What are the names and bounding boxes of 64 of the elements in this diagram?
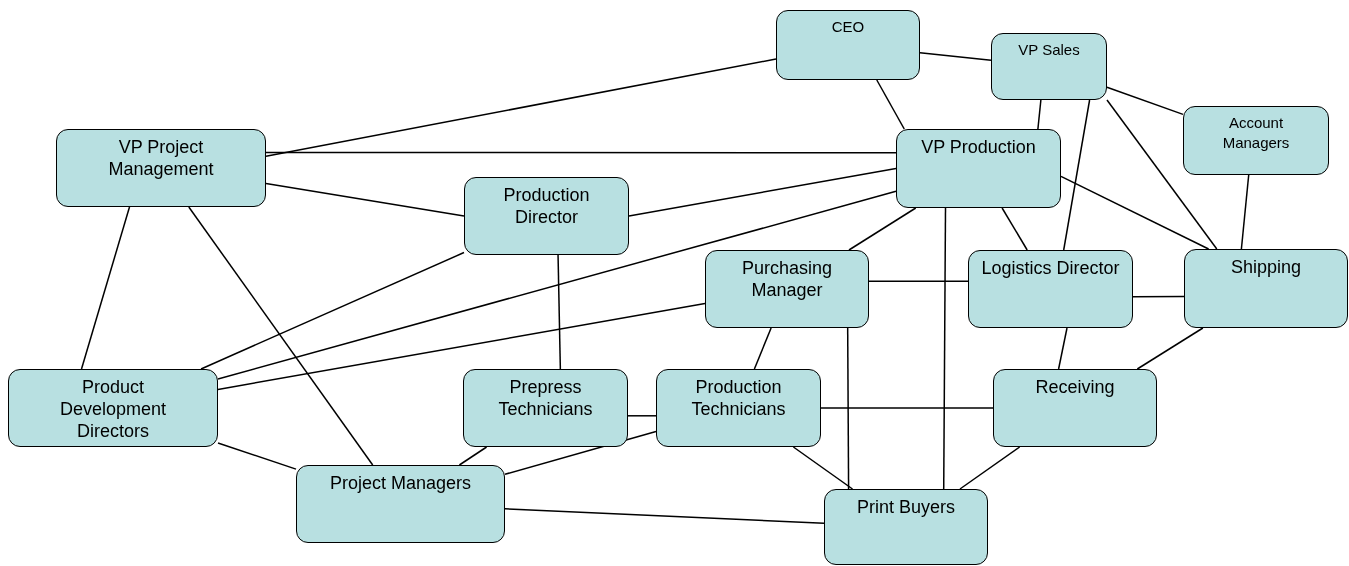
connector-line: [1062, 99, 1091, 251]
connector-line: [846, 327, 850, 490]
node-label: Receiving: [1035, 376, 1115, 398]
node-label: Production Technicians: [690, 376, 787, 420]
rounded-box: [993, 369, 1157, 447]
connector-line: [188, 206, 374, 466]
node-label: Print Buyers: [856, 496, 955, 518]
connector-line: [217, 442, 297, 470]
connector-line: [1057, 327, 1068, 370]
node-label: Shipping: [1230, 256, 1302, 278]
connector-line: [876, 79, 905, 130]
rounded-box: [296, 465, 505, 543]
connector-line: [265, 182, 465, 217]
connector-line: [959, 446, 1021, 490]
connector-line: [504, 508, 825, 524]
connector-line: [1037, 99, 1042, 130]
rounded-box: [463, 369, 628, 447]
connector-line: [1132, 295, 1185, 298]
connector-line: [792, 446, 854, 490]
connector-line: [1106, 99, 1218, 250]
node-label: VP Sales: [1018, 40, 1080, 60]
rounded-box: [8, 369, 218, 447]
rounded-box: [464, 177, 629, 255]
connector-line: [919, 51, 992, 62]
rounded-box: [991, 33, 1107, 100]
node-label: Purchasing Manager: [740, 257, 834, 301]
node-label: Product Development Directors: [58, 376, 168, 442]
node-label: Production Director: [502, 184, 591, 228]
connector-line: [80, 206, 131, 370]
connector-line: [217, 302, 706, 391]
node-label: CEO: [831, 17, 865, 37]
connector-line: [628, 167, 897, 217]
connector-line: [265, 151, 897, 154]
connector-line: [1106, 86, 1184, 116]
connector-line: [265, 58, 777, 158]
connector-line: [458, 446, 488, 466]
connector-line: [868, 280, 969, 282]
connector-line: [557, 254, 562, 370]
connector-line: [217, 190, 897, 380]
connector-line: [1060, 175, 1210, 250]
node-label: Prepress Technicians: [497, 376, 594, 420]
rounded-box: [656, 369, 821, 447]
rounded-box: [1183, 106, 1329, 175]
node-label: Project Managers: [329, 472, 472, 494]
connector-line: [753, 327, 772, 370]
connector-line: [942, 207, 947, 490]
connector-line: [1136, 327, 1204, 370]
connector-line: [820, 407, 994, 409]
node-label: VP Production: [921, 136, 1036, 158]
connector-line: [848, 207, 917, 251]
rounded-box: [56, 129, 266, 207]
rounded-box: [968, 250, 1133, 328]
rounded-box: [824, 489, 988, 565]
connector-line: [1001, 207, 1028, 251]
rounded-box: [896, 129, 1061, 208]
rounded-box: [705, 250, 869, 328]
rounded-box: [1184, 249, 1348, 328]
node-label: Logistics Director: [981, 257, 1120, 279]
connector-line: [200, 251, 465, 370]
connector-line: [1240, 174, 1250, 250]
node-label: Account Managers: [1221, 113, 1291, 153]
node-label: VP Project Management: [107, 136, 215, 180]
connector-line: [627, 415, 657, 417]
rounded-box: [776, 10, 920, 80]
